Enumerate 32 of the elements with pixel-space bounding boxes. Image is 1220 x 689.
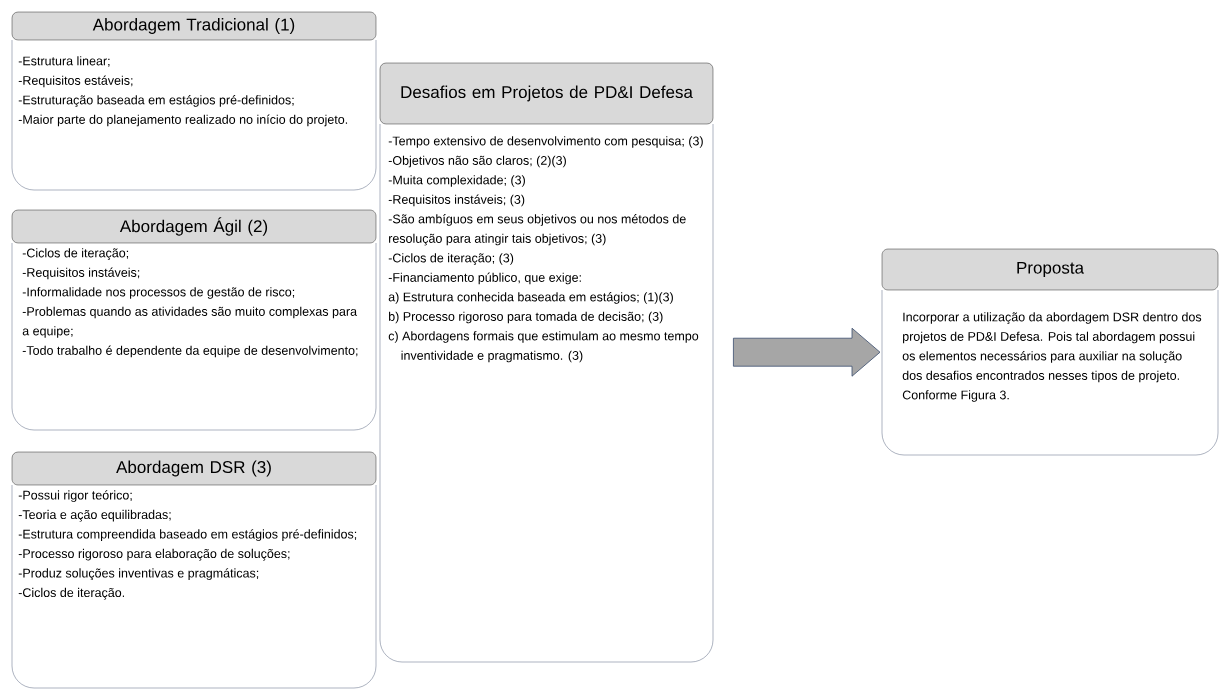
list-item: -Possui rigor teórico; [18, 490, 132, 502]
list-item: -Requisitos estáveis; [18, 75, 133, 88]
card-header: Abordagem Ágil (2) [11, 209, 377, 244]
list-item: c) Abordagens formais que estimulam ao mesmo tempo inventividade e pragmatismo. (3) [388, 331, 699, 363]
list-item: -Processo rigoroso para elaboração de soluções; [18, 548, 290, 561]
list-item: -Informalidade nos processos de gestão de risco; [22, 287, 295, 299]
list-item: -Muita complexidade; (3) [388, 175, 525, 187]
list-item: -Produz soluções inventivas e pragmáticas; [18, 568, 259, 581]
card-header: Abordagem Tradicional (1) [11, 11, 377, 41]
list-item: -Ciclos de iteração; (3) [388, 253, 514, 265]
list-item: -Requisitos instáveis; (3) [388, 194, 525, 207]
card-header: Proposta [881, 248, 1219, 291]
list-item: -São ambíguos em seus objetivos ou nos métodos de resolução para atingir tais objetivos; (3) [388, 214, 686, 246]
list-item: -Todo trabalho é dependente da equipe de desenvolvimento; [22, 345, 358, 358]
list-item: -Ciclos de iteração. [18, 587, 125, 600]
list-item: -Problemas quando as atividades são muito complexas para a equipe; [22, 306, 358, 338]
list-item: -Ciclos de iteração; [22, 248, 129, 260]
list-item: b) Processo rigoroso para tomada de decisão; (3) [389, 311, 663, 324]
list-item: -Tempo extensivo de desenvolvimento com pesquisa; (3) [388, 136, 703, 148]
list-item: a) Estrutura conhecida baseada em estágios; (1)(3) [388, 292, 673, 304]
list-item: -Estrutura compreendida baseado em estágios pré-definidos; [18, 529, 357, 541]
list-item: -Estruturação baseada em estágios pré-definidos; [18, 95, 294, 107]
list-item: -Financiamento público, que exige: [388, 272, 581, 285]
card-header: Abordagem DSR (3) [11, 451, 377, 486]
card-header: Desafios em Projetos de PD&I Defesa [379, 62, 714, 125]
list-item: Incorporar a utilização da abordagem DSR dentro dos projetos de PD&I Defesa. Pois tal abordagem possui os elementos necessários para auxiliar na solução dos desafios encontrados nesses tipos de projeto. Conforme Figura 3. [902, 312, 1202, 402]
list-item: -Objetivos não são claros; (2)(3) [388, 155, 566, 168]
list-item: -Maior parte do planejamento realizado no início do projeto. [18, 114, 348, 127]
list-item: -Estrutura linear; [18, 56, 110, 67]
list-item: -Requisitos instáveis; [22, 267, 140, 280]
block-arrow [733, 327, 881, 377]
list-item: -Teoria e ação equilibradas; [18, 509, 171, 522]
